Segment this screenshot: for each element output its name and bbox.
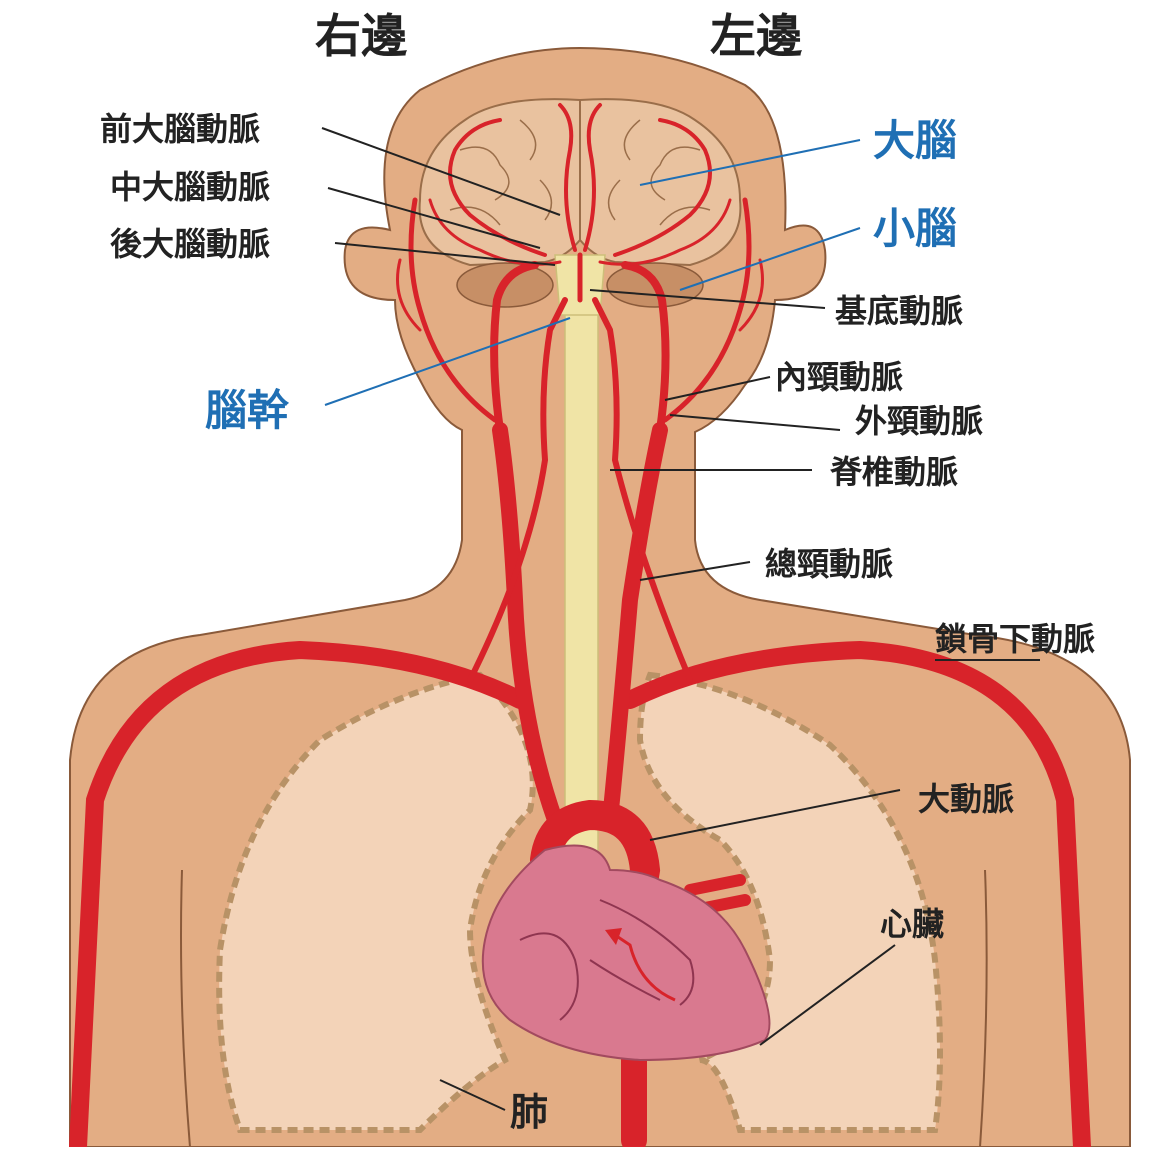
header-right-side: 右邊	[315, 9, 407, 63]
label-subclavian-artery: 鎖骨下動脈	[935, 620, 1095, 658]
label-brainstem: 腦幹	[205, 386, 290, 435]
label-common-carotid-artery: 總頸動脈	[765, 545, 893, 583]
label-heart: 心臟	[880, 905, 944, 943]
spinal-cord	[565, 300, 598, 860]
label-internal-carotid-artery: 內頸動脈	[775, 358, 903, 396]
label-cerebrum: 大腦	[873, 116, 957, 165]
header-left-side: 左邊	[710, 9, 802, 63]
label-external-carotid-artery: 外頸動脈	[855, 402, 983, 440]
label-middle-cerebral-artery: 中大腦動脈	[110, 168, 270, 206]
label-basilar-artery: 基底動脈	[835, 292, 963, 330]
label-posterior-cerebral-artery: 後大腦動脈	[110, 225, 270, 263]
label-cerebellum: 小腦	[873, 204, 957, 253]
label-aorta: 大動脈	[918, 780, 1014, 818]
label-anterior-cerebral-artery: 前大腦動脈	[100, 110, 260, 148]
label-vertebral-artery: 脊椎動脈	[829, 453, 958, 491]
label-lung: 肺	[510, 1090, 548, 1134]
